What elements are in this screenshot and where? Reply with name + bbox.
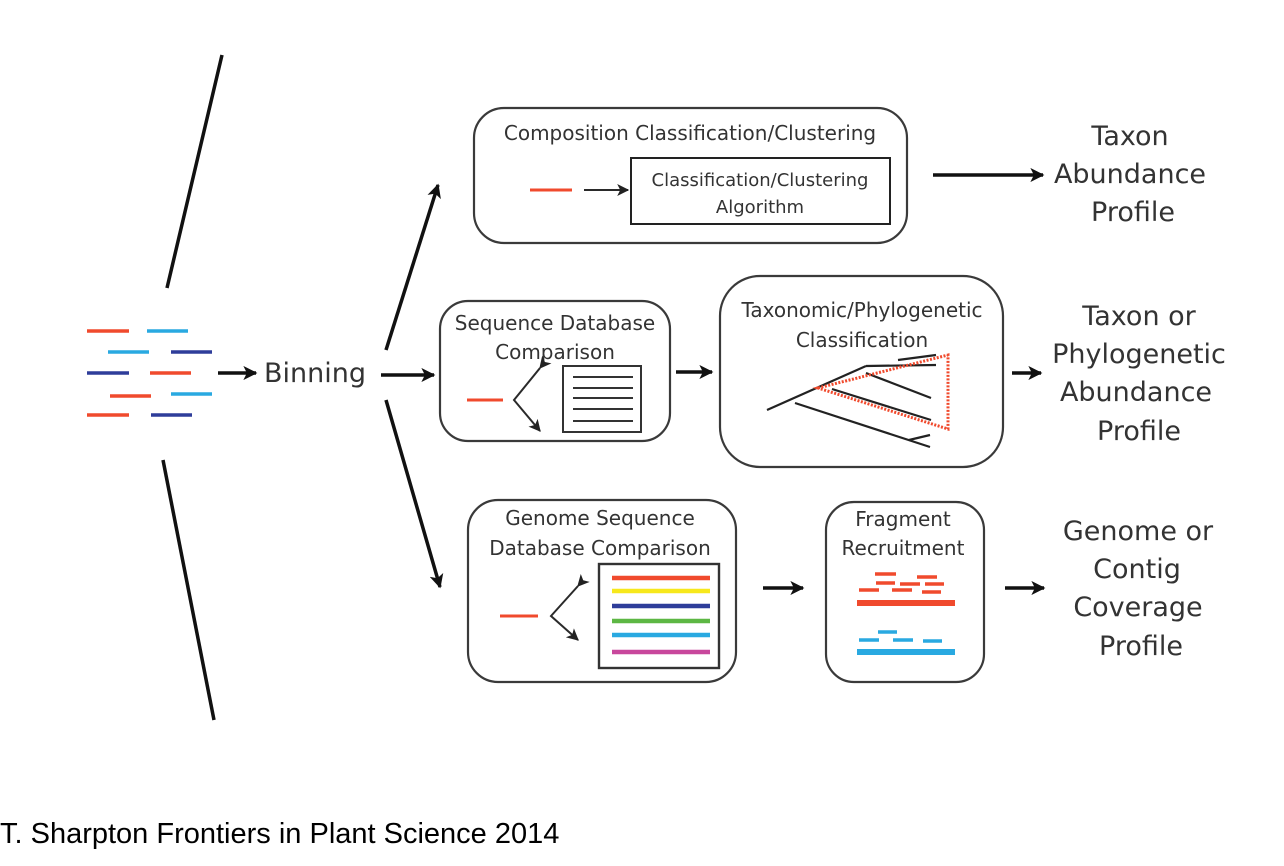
algorithm-box — [630, 157, 891, 225]
citation-caption: T. Sharpton Frontiers in Plant Science 2… — [0, 818, 560, 850]
output-line: Genome or — [1063, 516, 1214, 547]
fragment-recruitment-icon — [857, 572, 955, 655]
split-arrows — [512, 355, 552, 432]
split-arrows — [549, 573, 590, 641]
output-line: Taxon or — [1081, 301, 1196, 332]
bracket-line-top — [165, 54, 224, 289]
coverage-profile: Genome or Contig Coverage Profile — [1063, 516, 1214, 662]
algorithm-label-line1: Classification/Clustering — [652, 170, 869, 191]
composition-title: Composition Classification/Clustering — [504, 121, 876, 145]
output-line: Profile — [1097, 416, 1181, 447]
genome-database-lines — [612, 575, 710, 655]
output-line: Phylogenetic — [1052, 339, 1226, 370]
fragment-label-line2: Recruitment — [842, 536, 965, 560]
database-lines — [573, 376, 633, 422]
taxon-abundance-profile: Taxon Abundance Profile — [1054, 121, 1206, 228]
fragment-recruitment-box — [824, 500, 986, 684]
algorithm-label-line2: Algorithm — [716, 197, 804, 218]
sequence-db-label-line1: Sequence Database — [455, 311, 655, 335]
composition-box — [472, 106, 909, 245]
output-line: Coverage — [1073, 592, 1202, 623]
output-line: Abundance — [1060, 377, 1212, 408]
output-line: Abundance — [1054, 159, 1206, 190]
arrow-to-genome-db — [384, 399, 444, 589]
output-line: Taxon — [1090, 121, 1168, 152]
output-line: Profile — [1091, 197, 1175, 228]
bracket-line-bottom — [161, 459, 216, 721]
sequence-db-label-line2: Comparison — [495, 340, 615, 364]
phylogenetic-label-line1: Taxonomic/Phylogenetic — [740, 298, 982, 322]
phylogenetic-label-line2: Classification — [796, 328, 928, 352]
arrow-to-composition — [384, 183, 441, 351]
phylogenetic-box — [718, 274, 1005, 469]
binning-label: Binning — [264, 358, 366, 389]
sequence-db-box — [438, 299, 672, 443]
phylogenetic-abundance-profile: Taxon or Phylogenetic Abundance Profile — [1052, 301, 1226, 447]
output-line: Profile — [1099, 631, 1183, 662]
genome-database-icon — [597, 562, 721, 670]
genome-db-label-line1: Genome Sequence — [505, 506, 695, 530]
output-line: Contig — [1093, 554, 1181, 585]
phylogenetic-tree-icon — [766, 353, 937, 449]
database-icon — [562, 365, 642, 433]
genome-db-label-line2: Database Comparison — [489, 536, 711, 560]
clade-highlight-icon — [812, 353, 950, 432]
sequence-reads — [87, 329, 212, 417]
fragment-label-line1: Fragment — [855, 507, 951, 531]
genome-db-box — [466, 498, 738, 684]
